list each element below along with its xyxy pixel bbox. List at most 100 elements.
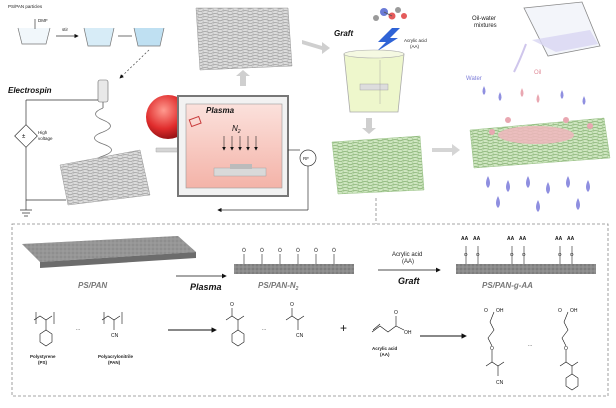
svg-text:AA: AA (461, 236, 469, 242)
graft-label: Graft (334, 29, 353, 38)
svg-text:AA: AA (473, 236, 481, 242)
electrospin-label: Electrospin (8, 86, 52, 95)
svg-text:Ȯ: Ȯ (296, 247, 300, 254)
svg-text:CN: CN (296, 333, 304, 339)
collector-mesh (59, 149, 151, 206)
ps-pan-g-aa-slab: AA AA AA AA AA AA O O O O O O (456, 236, 596, 274)
plasma-step-label: Plasma (190, 282, 222, 292)
svg-text:O: O (558, 308, 562, 314)
arrow-chamber-to-membrane (236, 70, 250, 86)
rf-label: RF (303, 156, 309, 161)
svg-text:Ȯ: Ȯ (242, 247, 246, 254)
svg-text:O: O (464, 252, 468, 257)
svg-text:O: O (290, 302, 294, 308)
svg-text:Ȯ: Ȯ (314, 247, 318, 254)
svg-text:AA: AA (567, 236, 575, 242)
chem-acrylic-acid (371, 316, 405, 333)
chem-grafted-ps (559, 311, 579, 391)
svg-text:OH: OH (570, 308, 578, 314)
ps-pan-label: PS/PAN (78, 281, 107, 290)
jet-spiral (94, 107, 112, 169)
arrow-down-graft (362, 118, 376, 134)
ps-pan-slab (22, 236, 196, 268)
svg-text:O: O (564, 346, 568, 352)
acrylic-acid-bottom-label: Acrylic acid(AA) (372, 346, 398, 357)
svg-text:O: O (570, 252, 574, 257)
svg-text:Ȯ: Ȯ (260, 247, 264, 254)
droplets-top (482, 86, 586, 105)
graft-step-label: Graft (398, 276, 421, 286)
dashed-arrow-to-syringe (119, 49, 150, 79)
stir-label: stir (62, 27, 69, 32)
oil-drops-on-top (489, 117, 593, 135)
chem-polyacrylonitrile (101, 312, 123, 330)
svg-text:O: O (476, 252, 480, 257)
svg-text:AA: AA (519, 236, 527, 242)
beaker-2-icon (83, 27, 115, 47)
svg-text:O: O (394, 310, 398, 316)
solution-prep: PS/PAN particles DMF stir (8, 4, 165, 79)
svg-text:O: O (558, 252, 562, 257)
svg-text:CN: CN (496, 380, 504, 386)
arrow-to-graft (302, 40, 330, 54)
polyacrylonitrile-label: Polyacrylonitrile(PAN) (98, 354, 134, 365)
blue-arrow-icon (376, 28, 400, 52)
chem-grafted-pan (485, 311, 505, 376)
acrylic-label: Acrylic acid(AA) (404, 38, 427, 49)
graft-beaker-icon (343, 53, 405, 113)
svg-text:±: ± (22, 134, 26, 140)
plasma-label: Plasma (206, 106, 235, 115)
membrane-grafted (331, 135, 425, 195)
graft-stage: Graft Acrylic acid(AA) (331, 7, 427, 195)
svg-text:Ȯ: Ȯ (332, 247, 336, 254)
water-label: Water (466, 76, 482, 82)
ellipsis-2: ... (262, 326, 266, 332)
zoom-indicator (188, 115, 202, 128)
water-drops-below (486, 176, 590, 212)
ps-pan-g-aa-label: PS/PAN-g-AA (482, 281, 533, 290)
particles-label: PS/PAN particles (8, 4, 43, 9)
membrane-top (195, 7, 293, 71)
svg-text:O: O (230, 302, 234, 308)
ps-pan-n2-label: PS/PAN-N2 (258, 281, 299, 292)
svg-text:O: O (522, 252, 526, 257)
svg-text:AA: AA (507, 236, 515, 242)
aa-step-label: (AA) (402, 259, 414, 265)
voltage-source-icon (14, 124, 38, 148)
dmf-label: DMF (38, 18, 48, 23)
ellipsis-3: ... (528, 342, 532, 348)
chem-polystyrene (33, 312, 55, 347)
plasma-chamber: Plasma N2 RF (146, 95, 317, 213)
chem-activated-ps (225, 308, 245, 347)
acrylic-acid-molecule-icon (373, 7, 407, 21)
mechanism-panel (11, 223, 609, 397)
arrow-to-separation (432, 144, 460, 156)
ion-arrows (222, 136, 258, 151)
plus-sign: + (340, 321, 347, 335)
svg-text:CN: CN (111, 333, 119, 339)
svg-text:OH: OH (496, 308, 504, 314)
oil-layer (498, 126, 574, 144)
svg-text:OH: OH (404, 330, 412, 336)
svg-text:O: O (510, 252, 514, 257)
svg-text:O: O (490, 346, 494, 352)
svg-text:AA: AA (555, 236, 563, 242)
syringe-icon (97, 79, 109, 103)
svg-text:O: O (484, 308, 488, 314)
beaker-3-icon (133, 27, 165, 47)
ground-icon (20, 209, 32, 217)
beaker-1-icon (17, 27, 51, 45)
svg-text:N2: N2 (232, 124, 241, 135)
acrylic-acid-step-label: Acrylic acid (392, 252, 422, 258)
oil-label: Oil (534, 70, 541, 76)
chem-activated-pan (285, 308, 305, 330)
ellipsis-1: ... (76, 326, 80, 332)
svg-text:Ȯ: Ȯ (278, 247, 282, 254)
